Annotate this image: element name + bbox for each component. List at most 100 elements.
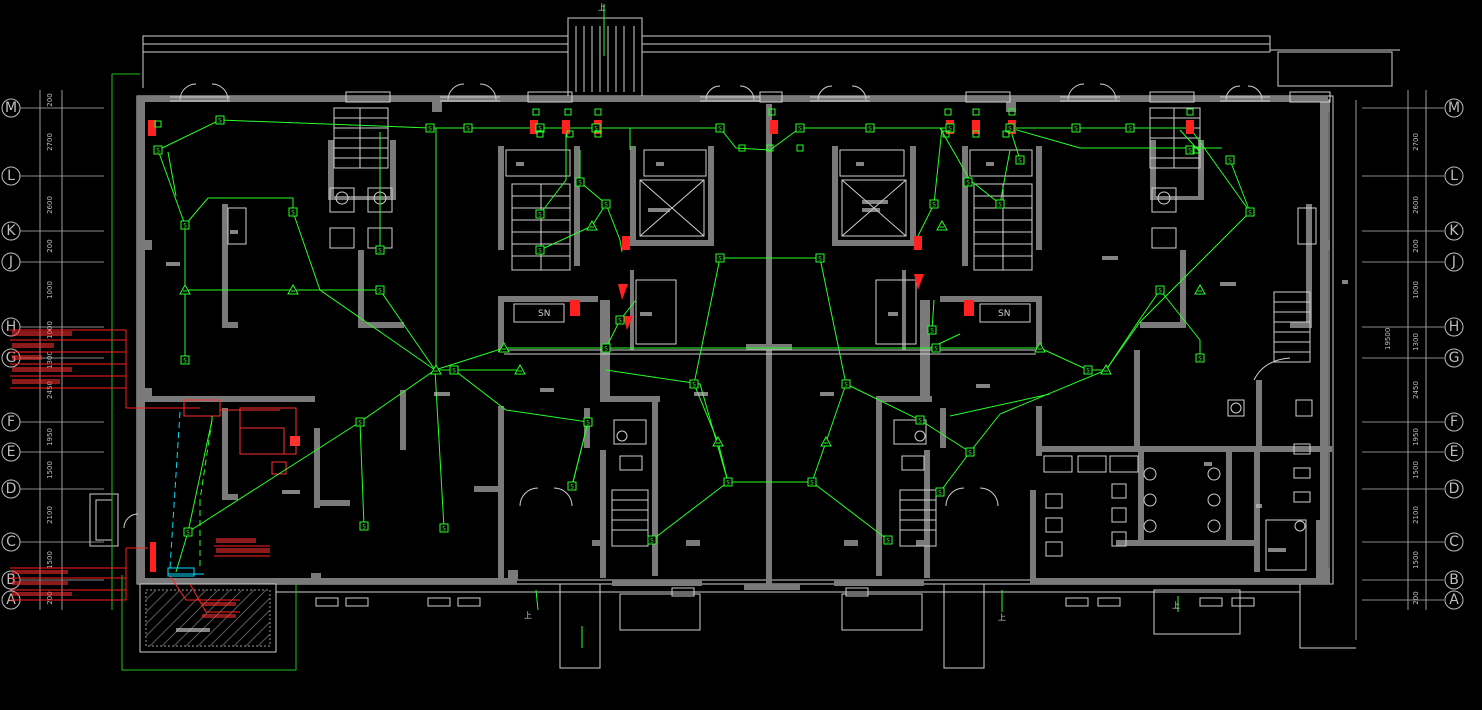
svg-text:S: S	[218, 118, 222, 125]
interior-details	[123, 83, 1331, 607]
svg-text:S: S	[156, 148, 160, 155]
svg-text:S: S	[362, 524, 366, 531]
alarm-bell-icon	[796, 144, 804, 152]
dim-left-text: 1950	[46, 428, 54, 446]
smoke-detector-icon: S	[995, 199, 1005, 209]
sn-label-right: SN	[998, 309, 1010, 319]
svg-text:S: S	[844, 382, 848, 389]
svg-text:S: S	[1198, 356, 1202, 363]
axis-bubble-left	[1, 166, 21, 186]
svg-text:S: S	[1018, 158, 1022, 165]
dim-right-text: 2600	[1412, 196, 1420, 214]
alarm-bell-icon	[1192, 146, 1200, 154]
svg-text:S: S	[726, 480, 730, 487]
smoke-detector-icon: S	[841, 379, 851, 389]
pump-room	[111, 73, 300, 671]
up-mark-bottom-left: 上	[524, 611, 532, 620]
svg-text:S: S	[692, 382, 696, 389]
smoke-detector-icon: S	[715, 123, 725, 133]
svg-text:S: S	[604, 202, 608, 209]
axis-label-left: G	[6, 350, 17, 366]
svg-text:S: S	[718, 256, 722, 263]
smoke-detector-icon: S	[927, 325, 937, 335]
smoke-detector-icon: S	[359, 521, 369, 531]
manual-alarm-icon	[179, 283, 191, 295]
smoke-detector-icon: S	[449, 365, 459, 375]
axis-bubble-right	[1444, 166, 1464, 186]
alarm-bell-icon	[738, 144, 746, 152]
manual-alarm-icon	[287, 283, 299, 295]
axis-label-right: J	[1451, 254, 1456, 270]
axis-label-right: K	[1449, 223, 1459, 239]
axis-label-right: D	[1449, 481, 1460, 497]
svg-text:S: S	[810, 480, 814, 487]
dimension-text-left: 2002700260020010001000130024501950150021…	[46, 93, 54, 604]
dim-right-text: 1500	[1412, 461, 1420, 479]
smoke-detector-icon: S	[591, 123, 601, 133]
up-mark-bottom-mid: 上	[998, 613, 1006, 622]
smoke-detector-icon: S	[575, 177, 585, 187]
smoke-detector-icon: S	[1125, 123, 1135, 133]
smoke-detector-icon: S	[715, 253, 725, 263]
svg-text:S: S	[183, 223, 187, 230]
axis-bubble-right	[1444, 442, 1464, 462]
dim-total-right: 19500	[1384, 328, 1392, 350]
svg-text:S: S	[868, 126, 872, 133]
up-mark-bottom-right: 上	[1172, 601, 1180, 610]
svg-text:S: S	[466, 126, 470, 133]
alarm-bell-icon	[1008, 108, 1016, 116]
axis-label-left: K	[6, 223, 16, 239]
axis-label-right: F	[1450, 414, 1458, 430]
building-outline	[89, 17, 1400, 669]
axis-label-right: L	[1450, 168, 1458, 184]
dim-left-text: 1000	[46, 281, 54, 299]
alarm-bell-icon	[594, 108, 602, 116]
manual-alarm-icon	[936, 219, 948, 231]
smoke-detector-icon: S	[601, 343, 611, 353]
svg-text:S: S	[718, 126, 722, 133]
axis-label-left: E	[7, 444, 16, 460]
dim-left-text: 2700	[46, 133, 54, 151]
alarm-bell-icon	[1002, 130, 1010, 138]
smoke-detector-icon: S	[865, 123, 875, 133]
axis-bubble-left	[1, 532, 21, 552]
manual-alarm-icon	[1194, 283, 1206, 295]
alarm-bell-icon	[532, 108, 540, 116]
axis-label-right: M	[1448, 100, 1460, 116]
svg-text:S: S	[358, 420, 362, 427]
alarm-bell-icon	[564, 108, 572, 116]
axis-bubble-right	[1444, 570, 1464, 590]
manual-alarm-icon	[498, 341, 510, 353]
axis-label-left: L	[7, 168, 15, 184]
dim-left-text: 200	[46, 591, 54, 604]
smoke-detector-icon: S	[807, 477, 817, 487]
dim-right-text: 2450	[1412, 381, 1420, 399]
axis-bubble-right	[1444, 412, 1464, 432]
dim-left-text: 2450	[46, 381, 54, 399]
smoke-detector-icon: S	[375, 285, 385, 295]
smoke-detector-icon: S	[945, 123, 955, 133]
alarm-bell-icon	[944, 108, 952, 116]
axis-label-left: D	[6, 481, 17, 497]
dim-left-text: 1300	[46, 351, 54, 369]
manual-alarm-icon	[820, 435, 832, 447]
axis-bubble-left	[1, 98, 21, 118]
smoke-detector-icon: S	[689, 379, 699, 389]
smoke-detector-icon: S	[439, 523, 449, 533]
smoke-detector-icon: S	[535, 123, 545, 133]
svg-text:S: S	[452, 368, 456, 375]
dim-right-text: 200	[1412, 591, 1420, 604]
svg-text:S: S	[594, 126, 598, 133]
axis-bubble-right	[1444, 348, 1464, 368]
dimension-lines	[39, 90, 1427, 640]
axis-label-right: C	[1449, 534, 1459, 550]
smoke-detector-icon: S	[883, 535, 893, 545]
axis-bubble-right	[1444, 532, 1464, 552]
svg-text:S: S	[798, 126, 802, 133]
smoke-detector-icon: S	[965, 447, 975, 457]
dimension-text-right: 2700260020010001300245019501500210015002…	[1412, 133, 1420, 605]
dim-left-text: 200	[46, 93, 54, 106]
alarm-bell-icon	[972, 130, 980, 138]
axis-bubble-right	[1444, 317, 1464, 337]
svg-text:S: S	[378, 248, 382, 255]
